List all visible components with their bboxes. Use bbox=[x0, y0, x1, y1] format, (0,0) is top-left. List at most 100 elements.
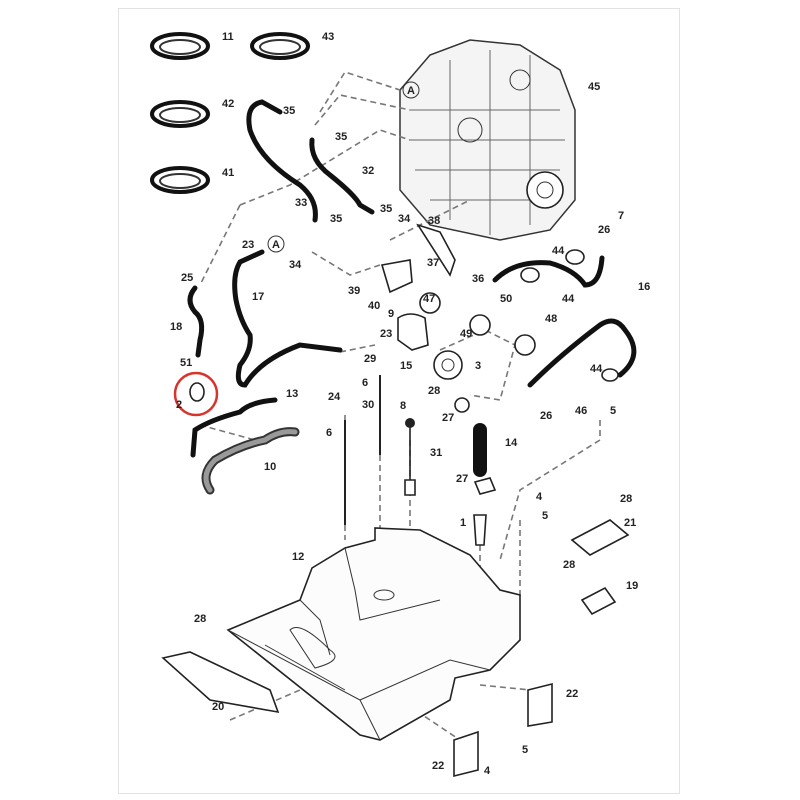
svg-text:A: A bbox=[272, 239, 280, 251]
callout-22: 22 bbox=[566, 688, 578, 700]
callout-33: 33 bbox=[295, 197, 307, 209]
callout-43: 43 bbox=[322, 31, 334, 43]
callout-13: 13 bbox=[286, 388, 298, 400]
callout-40: 40 bbox=[368, 300, 380, 312]
callout-50: 50 bbox=[500, 293, 512, 305]
callout-3: 3 bbox=[475, 360, 481, 372]
callout-20: 20 bbox=[212, 701, 224, 713]
callout-28: 28 bbox=[563, 559, 575, 571]
fuel-tank-12[interactable] bbox=[226, 527, 521, 741]
part-49 bbox=[469, 314, 491, 336]
part-27b bbox=[473, 477, 497, 495]
callout-38: 38 bbox=[428, 215, 440, 227]
part-47 bbox=[419, 292, 441, 314]
callout-1: 1 bbox=[460, 517, 466, 529]
callout-36: 36 bbox=[472, 273, 484, 285]
highlight-circle bbox=[173, 371, 219, 417]
callout-41: 41 bbox=[222, 167, 234, 179]
callout-11: 11 bbox=[222, 31, 234, 43]
callout-26: 26 bbox=[598, 224, 610, 236]
callout-44: 44 bbox=[590, 363, 603, 375]
callout-6: 6 bbox=[362, 377, 368, 389]
callout-27: 27 bbox=[456, 473, 468, 485]
coiled-hose-42[interactable] bbox=[150, 100, 210, 128]
callout-35: 35 bbox=[335, 131, 347, 143]
callout-15: 15 bbox=[400, 360, 412, 372]
coiled-hose-43[interactable] bbox=[250, 32, 310, 60]
callout-48: 48 bbox=[545, 313, 557, 325]
callout-35: 35 bbox=[283, 105, 295, 117]
clamp-27 bbox=[454, 397, 470, 413]
callout-35: 35 bbox=[380, 203, 392, 215]
callout-34: 34 bbox=[289, 259, 302, 271]
callout-27: 27 bbox=[442, 412, 454, 424]
callout-47: 47 bbox=[423, 293, 435, 305]
hose-32 bbox=[309, 137, 375, 215]
callout-5: 5 bbox=[522, 744, 528, 756]
part-1 bbox=[473, 514, 487, 546]
ref-marker-a-left: A bbox=[267, 235, 285, 253]
callout-4: 4 bbox=[484, 765, 491, 777]
callout-21: 21 bbox=[624, 517, 636, 529]
callout-5: 5 bbox=[610, 405, 616, 417]
svg-text:A: A bbox=[407, 85, 415, 97]
callout-7: 7 bbox=[618, 210, 624, 222]
callout-8: 8 bbox=[400, 400, 406, 412]
oring-44b bbox=[520, 267, 540, 283]
callout-35: 35 bbox=[330, 213, 342, 225]
pad-22b bbox=[453, 730, 479, 778]
callout-39: 39 bbox=[348, 285, 360, 297]
callout-32: 32 bbox=[362, 165, 374, 177]
callout-14: 14 bbox=[505, 437, 518, 449]
hose-10 bbox=[201, 427, 300, 495]
oring-44c bbox=[601, 368, 619, 382]
hose-13 bbox=[190, 397, 278, 458]
callout-34: 34 bbox=[398, 213, 411, 225]
callout-44: 44 bbox=[552, 245, 565, 257]
part-39-40 bbox=[380, 259, 413, 294]
small-parts[interactable] bbox=[161, 223, 630, 778]
part-3 bbox=[433, 350, 463, 380]
callout-19: 19 bbox=[626, 580, 638, 592]
hose-16-upper bbox=[492, 255, 605, 288]
part-2 bbox=[189, 382, 205, 402]
callout-37: 37 bbox=[427, 257, 439, 269]
callout-26: 26 bbox=[540, 410, 552, 422]
callout-24: 24 bbox=[328, 391, 341, 403]
callout-9: 9 bbox=[388, 308, 394, 320]
callout-10: 10 bbox=[264, 461, 276, 473]
callout-46: 46 bbox=[575, 405, 587, 417]
hose-18 bbox=[187, 285, 205, 358]
engine-45[interactable] bbox=[399, 39, 576, 241]
oring-44a bbox=[565, 249, 585, 265]
ref-marker-a-top: A bbox=[402, 81, 420, 99]
callout-17: 17 bbox=[252, 291, 264, 303]
callout-6: 6 bbox=[326, 427, 332, 439]
bracket-38 bbox=[416, 223, 456, 277]
callout-23: 23 bbox=[242, 239, 254, 251]
sender-31 bbox=[404, 420, 416, 496]
plate-20 bbox=[161, 651, 280, 714]
part-48 bbox=[514, 334, 536, 356]
callout-28: 28 bbox=[194, 613, 206, 625]
part-9 bbox=[397, 313, 429, 351]
coiled-hose-11[interactable] bbox=[150, 32, 210, 60]
callout-42: 42 bbox=[222, 98, 234, 110]
plate-21 bbox=[570, 519, 630, 556]
callout-22: 22 bbox=[432, 760, 444, 772]
callout-23: 23 bbox=[380, 328, 392, 340]
callout-44: 44 bbox=[562, 293, 575, 305]
callout-49: 49 bbox=[460, 328, 472, 340]
plate-19 bbox=[580, 586, 617, 616]
callout-28: 28 bbox=[620, 493, 632, 505]
callout-30: 30 bbox=[362, 399, 374, 411]
callout-16: 16 bbox=[638, 281, 650, 293]
hose-16-lower bbox=[527, 318, 637, 388]
coiled-hose-41[interactable] bbox=[150, 166, 210, 194]
callout-45: 45 bbox=[588, 81, 600, 93]
hose-lines[interactable] bbox=[187, 99, 637, 495]
callout-51: 51 bbox=[180, 357, 192, 369]
hose-33 bbox=[246, 99, 318, 223]
